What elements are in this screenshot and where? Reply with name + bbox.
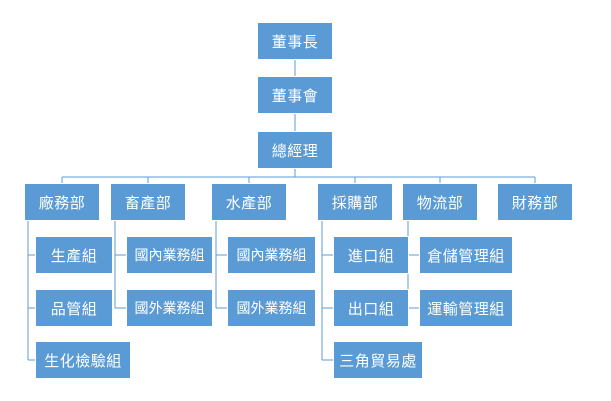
node-label: 進口組 [347, 246, 395, 265]
node-label: 董事長 [271, 32, 319, 51]
node-label: 國內業務組 [236, 248, 307, 264]
node-label: 採購部 [331, 193, 379, 212]
node-label: 畜產部 [124, 193, 172, 212]
node-label: 廠務部 [38, 193, 86, 212]
node-label: 生化檢驗組 [44, 351, 122, 370]
node-purchase-triangle[interactable]: 三角貿易處 [333, 341, 423, 379]
node-label: 董事會 [271, 86, 319, 105]
node-dept-factory[interactable]: 廠務部 [24, 183, 100, 221]
node-dept-logistics[interactable]: 物流部 [402, 183, 478, 221]
node-purchase-import[interactable]: 進口組 [333, 236, 409, 274]
node-label: 運輸管理組 [427, 299, 505, 318]
node-label: 水產部 [225, 193, 273, 212]
node-logistics-warehouse[interactable]: 倉儲管理組 [419, 236, 513, 274]
node-purchase-export[interactable]: 出口組 [333, 289, 409, 327]
node-factory-lab[interactable]: 生化檢驗組 [35, 341, 131, 379]
node-factory-production[interactable]: 生產組 [35, 236, 113, 274]
node-label: 國內業務組 [134, 248, 205, 264]
node-dept-livestock[interactable]: 畜產部 [110, 183, 186, 221]
node-label: 國外業務組 [236, 301, 307, 317]
node-label: 財務部 [511, 193, 559, 212]
node-logistics-transport[interactable]: 運輸管理組 [419, 289, 513, 327]
node-label: 物流部 [416, 193, 464, 212]
node-dept-aquatic[interactable]: 水產部 [211, 183, 287, 221]
node-label: 品管組 [50, 299, 98, 318]
node-aquatic-foreign[interactable]: 國外業務組 [227, 289, 316, 327]
node-dept-finance[interactable]: 財務部 [497, 183, 573, 221]
node-general-manager[interactable]: 總經理 [257, 131, 333, 169]
node-label: 出口組 [347, 299, 395, 318]
node-label: 生產組 [50, 246, 98, 265]
node-label: 國外業務組 [134, 301, 205, 317]
node-label: 總經理 [271, 141, 319, 160]
node-label: 倉儲管理組 [427, 246, 505, 265]
node-livestock-domestic[interactable]: 國內業務組 [126, 236, 213, 274]
node-board[interactable]: 董事會 [257, 76, 333, 114]
node-aquatic-domestic[interactable]: 國內業務組 [227, 236, 316, 274]
node-dept-purchase[interactable]: 採購部 [317, 183, 393, 221]
node-factory-quality[interactable]: 品管組 [35, 289, 113, 327]
node-chairman[interactable]: 董事長 [257, 22, 333, 60]
node-livestock-foreign[interactable]: 國外業務組 [126, 289, 213, 327]
node-label: 三角貿易處 [339, 351, 417, 370]
